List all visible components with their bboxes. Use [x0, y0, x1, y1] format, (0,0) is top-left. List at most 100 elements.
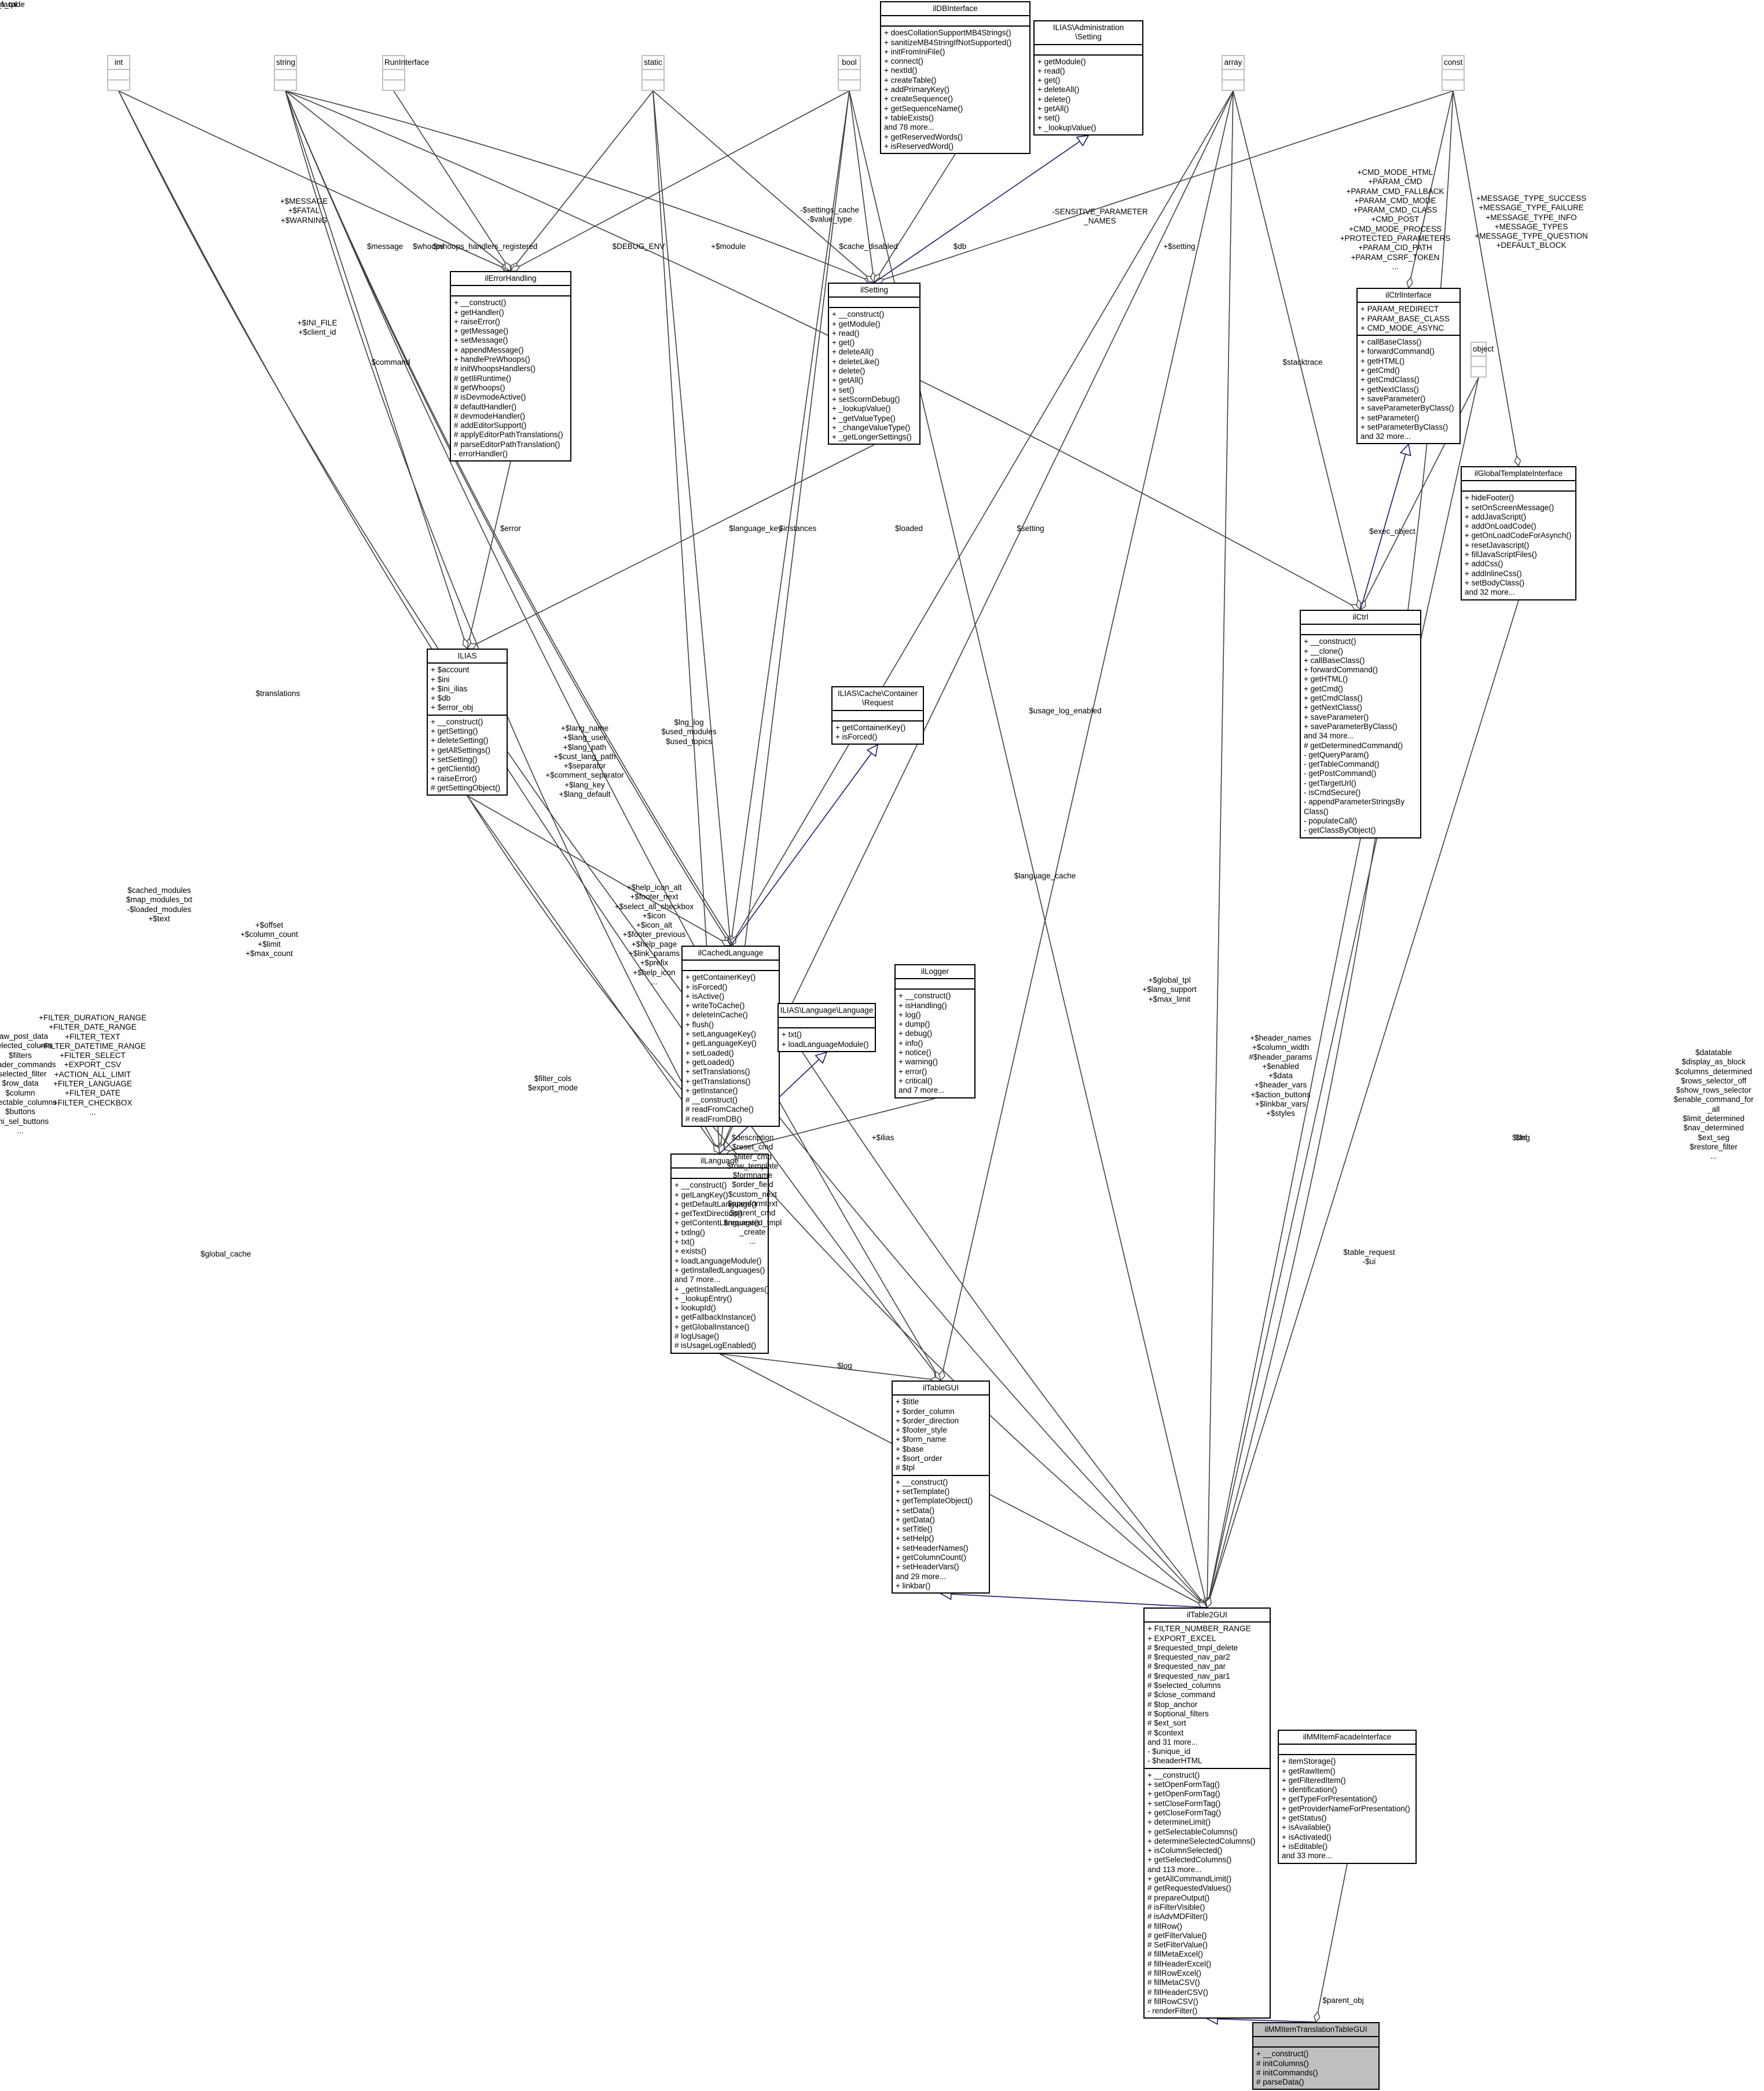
attribute-item: + $title	[896, 1397, 919, 1407]
operation-section: + itemStorage()+ getRawItem()+ getFilter…	[1279, 1754, 1415, 1862]
operation-item: + getOnLoadCodeForAsynch()	[1465, 531, 1572, 540]
class-box-ilglobaltemplateinterface: ilGlobalTemplateInterface+ hideFooter()+…	[1461, 466, 1576, 600]
class-title: ILIAS\Language\Language	[779, 1004, 875, 1017]
operation-item: - getClassByObject()	[1304, 826, 1376, 835]
class-box-ilmmitemfacade: ilMMItemFacadeInterface+ itemStorage()+ …	[1278, 1730, 1417, 1864]
usage-edge	[285, 90, 1208, 1608]
operation-item: + sanitizeMB4StringIfNotSupported()	[884, 38, 1012, 47]
inheritance-edge	[1206, 2018, 1316, 2023]
operation-section: + __construct()+ setOpenFormTag()+ getOp…	[1145, 1767, 1270, 2018]
operation-item: + getTextDirection()	[674, 1209, 743, 1218]
attribute-item: + $form_name	[896, 1435, 947, 1444]
edge-label: $DEBUG_ENV	[612, 242, 665, 251]
usage-edge	[719, 90, 1234, 1154]
edge-label: $log	[837, 1361, 852, 1370]
operation-item: + getAll()	[1037, 104, 1069, 113]
class-title: ilCachedLanguage	[683, 947, 779, 960]
operation-item: + __construct()	[1256, 2049, 1309, 2059]
attribute-section: + $title+ $order_column+ $order_directio…	[893, 1394, 989, 1474]
class-title: ILIAS	[428, 650, 507, 662]
operation-item: + writeToCache()	[685, 1001, 745, 1010]
class-title: static	[643, 56, 663, 69]
edge-label: $stacktrace	[1282, 358, 1323, 367]
operation-item: + delete()	[1037, 94, 1071, 104]
usage-edge	[285, 90, 941, 1381]
operation-item: + setOnScreenMessage()	[1465, 503, 1554, 512]
class-box-illanguage: ilLanguage+ __construct()+ getLangKey()+…	[670, 1153, 769, 1354]
operation-item: + getFallbackInstance()	[674, 1313, 756, 1322]
attribute-item: + $ini_ilias	[431, 684, 468, 693]
class-title: int	[108, 56, 129, 69]
usage-edge	[1315, 1863, 1348, 2023]
class-title: ilCtrl	[1301, 611, 1420, 624]
operation-item: + deleteSetting()	[431, 736, 489, 745]
usage-edge	[467, 461, 511, 649]
attribute-section	[881, 15, 1029, 25]
class-box-ilcacherequest: ILIAS\Cache\Container\Request+ getContai…	[831, 686, 924, 745]
operation-item: + _changeValueType()	[832, 423, 911, 432]
operation-item: # initColumns()	[1256, 2059, 1309, 2068]
operation-item: # fillMetaCSV()	[1147, 1978, 1200, 1987]
edge-label: $command	[371, 358, 410, 367]
edge-label: +$MESSAGE +$FATAL +$WARNING	[280, 197, 328, 225]
class-title: ilSetting	[829, 284, 919, 296]
operation-item: + get()	[832, 338, 855, 347]
operation-item: + getFilteredItem()	[1282, 1775, 1346, 1785]
operation-item: + read()	[1037, 66, 1065, 75]
operation-item: + setTemplate()	[896, 1486, 950, 1496]
edge-label: $usage_log_enabled	[1029, 706, 1102, 715]
operation-section: + txt()+ loadLanguageModule()	[779, 1027, 875, 1051]
usage-edge	[940, 90, 1234, 1381]
attribute-section	[1472, 356, 1486, 366]
class-title-line: ILIAS\Cache\Container	[837, 689, 918, 698]
usage-edge	[1206, 90, 1234, 1608]
operation-item: + resetJavascript()	[1465, 540, 1530, 550]
edge-label: +$lang_name +$lang_user +$lang_path +$cu…	[545, 724, 624, 799]
operation-item: + getLoaded()	[685, 1057, 735, 1067]
edge-label: $parent_obj	[1322, 1996, 1364, 2005]
operation-item: + getCmd()	[1360, 366, 1400, 375]
attribute-item: + $account	[431, 665, 470, 675]
operation-section	[1223, 79, 1244, 90]
operation-item: + initFromIniFile()	[884, 47, 945, 56]
operation-item: + isForced()	[685, 982, 728, 991]
operation-item: + getContainerKey()	[685, 973, 756, 982]
operation-item: + getHTML()	[1360, 356, 1405, 365]
attribute-item: + $sort_order	[896, 1454, 942, 1463]
class-title: ilLanguage	[672, 1155, 768, 1167]
attribute-section	[839, 69, 860, 79]
operation-section: + __construct()+ setTemplate()+ getTempl…	[893, 1474, 989, 1593]
class-box-ilsetting: ilSetting+ __construct()+ getModule()+ r…	[828, 283, 920, 445]
class-box-ilmmtranslation: ilMMItemTranslationTableGUI+ __construct…	[1252, 2022, 1380, 2090]
operation-item: # getDeterminedCommand()	[1304, 741, 1403, 750]
class-title-line: ILIAS	[457, 651, 477, 660]
edge-label: $cached_modules $map_modules_txt -$loade…	[126, 886, 193, 923]
operation-item: + lookupId()	[674, 1303, 716, 1313]
operation-section: + __construct()+ __clone()+ callBaseClas…	[1301, 634, 1420, 837]
operation-item: + _getValueType()	[832, 413, 896, 423]
operation-item: + getContainerKey()	[835, 723, 906, 732]
operation-item: + getColumnCount()	[896, 1553, 966, 1562]
operation-item: + __construct()	[832, 310, 885, 319]
operation-item: # SetFilterValue()	[1147, 1940, 1208, 1950]
usage-edge	[118, 90, 1208, 1608]
edge-label: +CMD_MODE_HTML +PARAM_CMD +PARAM_CMD_FAL…	[1340, 168, 1451, 271]
operation-item: - getPostCommand()	[1304, 769, 1377, 778]
operation-item: # isAdvMDFilter()	[1147, 1912, 1208, 1921]
operation-item: # isUsageLogEnabled()	[674, 1341, 757, 1350]
class-box-bool: bool	[838, 55, 861, 91]
attribute-item: + $base	[896, 1444, 924, 1453]
attribute-item: + $order_column	[896, 1407, 955, 1416]
operation-section: + getModule()+ read()+ get()+ deleteAll(…	[1035, 54, 1142, 134]
operation-item: and 29 more...	[896, 1572, 947, 1581]
class-title-line: array	[1224, 58, 1242, 67]
operation-item: # fillRow()	[1147, 1921, 1183, 1931]
operation-item: + delete()	[832, 367, 866, 376]
attribute-section	[1443, 69, 1464, 79]
operation-item: + read()	[832, 328, 860, 338]
operation-item: # parseData()	[1256, 2078, 1304, 2087]
class-title: string	[275, 56, 296, 69]
attribute-section	[383, 69, 404, 79]
operation-item: + warning()	[898, 1057, 938, 1067]
